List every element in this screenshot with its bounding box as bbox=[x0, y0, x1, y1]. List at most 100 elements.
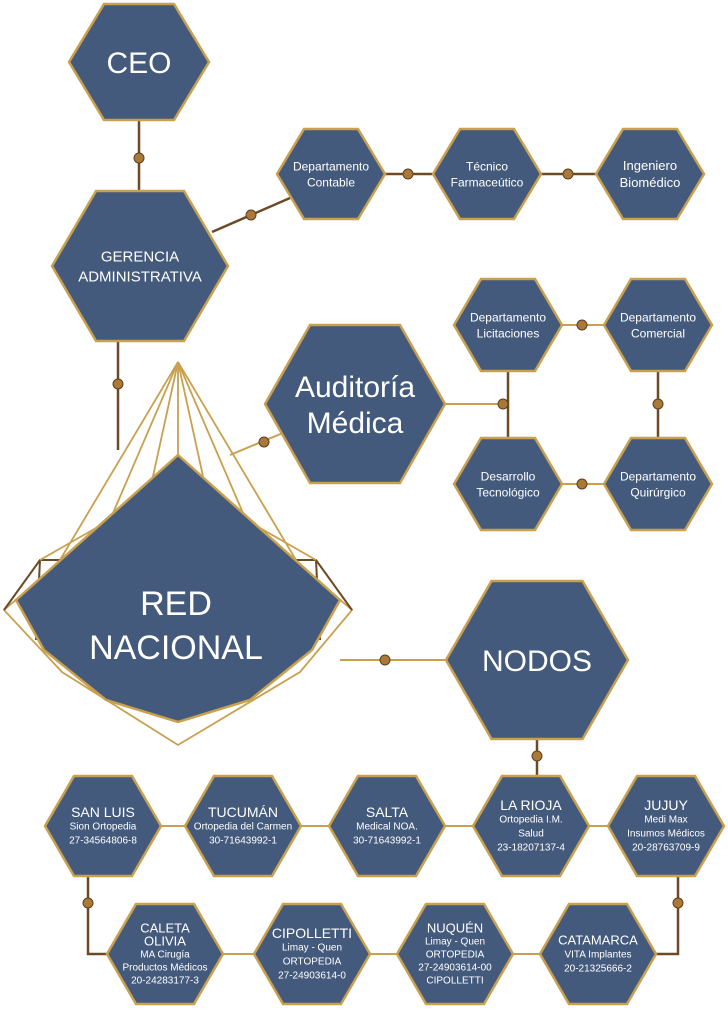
node-tecnico-shape bbox=[431, 127, 543, 221]
node-ingeniero-line-1: Biomédico bbox=[620, 175, 681, 190]
node-gerencia: GERENCIA ADMINISTRATIVA bbox=[50, 189, 230, 343]
node-quirurgico-line-1: Quirúrgico bbox=[630, 485, 686, 499]
node-sanluis: SAN LUIS Sion Ortopedia 27-34564806-8 bbox=[43, 774, 163, 878]
node-contable-shape bbox=[275, 127, 387, 221]
knob bbox=[672, 897, 684, 909]
knob bbox=[562, 168, 574, 180]
node-salta-line-0: SALTA bbox=[366, 804, 409, 820]
node-jujuy-line-2: Insumos Médicos bbox=[627, 829, 705, 840]
node-cipolletti-line-1: Limay - Quen bbox=[282, 943, 342, 954]
node-nodos-shape bbox=[444, 579, 630, 741]
node-nuquen-line-0: NUQUÉN bbox=[427, 921, 483, 936]
knob bbox=[576, 319, 588, 331]
knob bbox=[531, 750, 543, 762]
node-catamarca-line-1: VITA Implantes bbox=[564, 950, 631, 961]
node-tecnico-line-0: Técnico bbox=[466, 159, 508, 173]
node-nuquen-line-2: ORTOPEDIA bbox=[426, 950, 485, 961]
node-jujuy-shape bbox=[606, 774, 726, 878]
node-red: RED NACIONAL bbox=[14, 453, 342, 724]
node-tucuman-line-0: TUCUMÁN bbox=[208, 804, 278, 820]
knob bbox=[379, 654, 391, 666]
node-quirurgico-shape bbox=[602, 436, 714, 532]
node-ingeniero-line-0: Ingeniero bbox=[623, 158, 677, 173]
node-sanluis-line-0: SAN LUIS bbox=[71, 804, 135, 820]
gem-facet bbox=[177, 361, 297, 561]
node-desarrollo-shape bbox=[452, 436, 564, 532]
node-licitaciones-line-1: Licitaciones bbox=[477, 326, 540, 340]
node-caleta-line-0: CALETA bbox=[140, 921, 190, 936]
knob bbox=[497, 398, 509, 410]
node-sanluis-line-1: Sion Ortopedia bbox=[70, 822, 137, 833]
node-auditoria-line-1: Médica bbox=[307, 407, 404, 440]
node-cipolletti-line-0: CIPOLLETTI bbox=[272, 925, 352, 941]
node-comercial-shape bbox=[602, 277, 714, 373]
node-desarrollo-line-1: Tecnológico bbox=[476, 485, 540, 499]
node-ceo: CEO bbox=[67, 2, 211, 122]
node-catamarca-line-2: 20-21325666-2 bbox=[564, 964, 632, 975]
node-ceo-line-0: CEO bbox=[106, 47, 171, 80]
node-larioja-shape bbox=[471, 774, 591, 878]
node-caleta-line-3: Productos Médicos bbox=[122, 963, 207, 974]
node-comercial-line-1: Comercial bbox=[631, 326, 685, 340]
node-licitaciones-shape bbox=[452, 277, 564, 373]
node-jujuy-line-3: 20-28763709-9 bbox=[632, 843, 700, 854]
node-nodos-line-0: NODOS bbox=[482, 645, 592, 678]
gem-facet bbox=[177, 361, 207, 491]
node-red-line-1: NACIONAL bbox=[89, 629, 263, 667]
node-gerencia-line-1: ADMINISTRATIVA bbox=[78, 268, 202, 285]
node-salta-line-2: 30-71643992-1 bbox=[353, 836, 421, 847]
node-catamarca-line-0: CATAMARCA bbox=[558, 933, 638, 948]
knob bbox=[112, 378, 124, 390]
hexagon-nodes: RED NACIONAL CEO GERENCIA ADMINISTRATIVA Depa… bbox=[14, 2, 726, 1006]
node-licitaciones-line-0: Departamento bbox=[470, 310, 546, 324]
node-red-line-0: RED bbox=[140, 585, 212, 623]
node-tecnico-line-1: Farmaceútico bbox=[451, 175, 524, 189]
node-gerencia-line-0: GERENCIA bbox=[101, 248, 179, 265]
knob bbox=[245, 209, 257, 221]
node-gerencia-shape bbox=[50, 189, 230, 343]
node-cipolletti-line-3: 27-24903614-0 bbox=[278, 971, 346, 982]
gem-facet bbox=[59, 361, 179, 561]
node-contable-line-1: Contable bbox=[307, 175, 355, 189]
node-larioja-line-0: LA RIOJA bbox=[500, 797, 562, 813]
node-caleta-line-4: 20-24283177-3 bbox=[131, 976, 199, 987]
node-tucuman-line-2: 30-71643992-1 bbox=[209, 836, 277, 847]
node-sanluis-line-2: 27-34564806-8 bbox=[69, 836, 137, 847]
node-auditoria-line-0: Auditoría bbox=[295, 371, 415, 404]
node-auditoria-shape bbox=[263, 323, 447, 485]
node-ingeniero-shape bbox=[594, 127, 706, 221]
node-nuquen-shape bbox=[395, 902, 515, 1006]
node-ceo-shape bbox=[67, 2, 211, 122]
node-cipolletti-shape bbox=[252, 902, 372, 1006]
knob bbox=[576, 478, 588, 490]
knob bbox=[402, 168, 414, 180]
node-larioja-line-1: Ortopedia I.M. bbox=[499, 815, 562, 826]
node-nodos: NODOS bbox=[444, 579, 630, 741]
node-jujuy-line-0: JUJUY bbox=[644, 797, 688, 813]
node-catamarca-shape bbox=[538, 902, 658, 1006]
knob bbox=[133, 152, 145, 164]
node-desarrollo-line-0: Desarrollo bbox=[481, 469, 536, 483]
node-cipolletti-line-2: ORTOPEDIA bbox=[283, 957, 342, 968]
node-nuquen-line-4: CIPOLLETTI bbox=[426, 976, 483, 987]
node-tucuman-line-1: Ortopedia del Carmen bbox=[194, 822, 292, 833]
node-contable-line-0: Departamento bbox=[293, 159, 369, 173]
node-nuquen-line-1: Limay - Quen bbox=[425, 937, 485, 948]
knob bbox=[652, 398, 664, 410]
node-caleta-shape bbox=[105, 902, 225, 1006]
node-nuquen-line-3: 27-24903614-00 bbox=[418, 963, 492, 974]
node-red-shape bbox=[14, 453, 342, 724]
